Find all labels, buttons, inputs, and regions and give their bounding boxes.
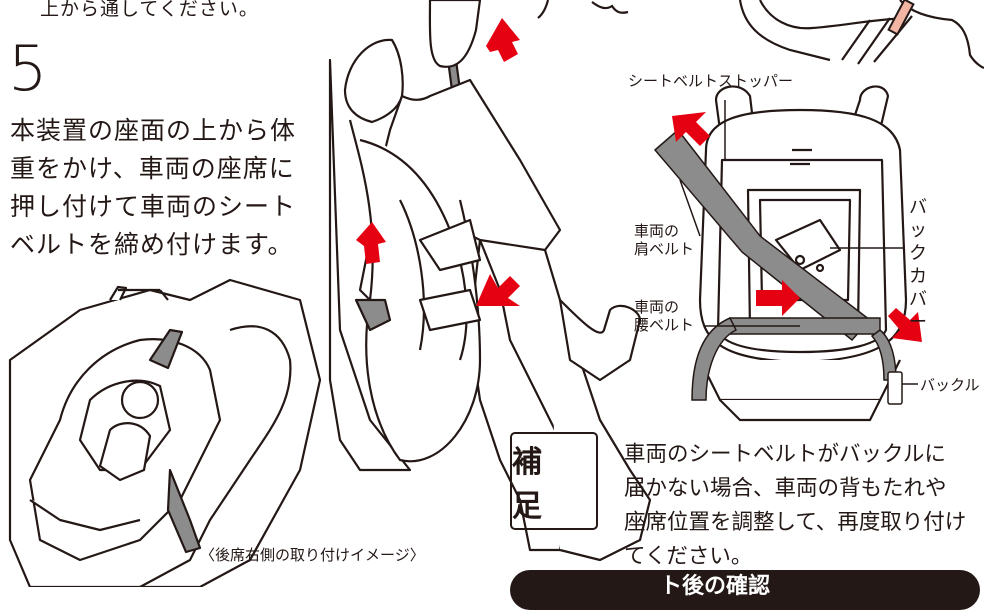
- label-back-cover: バックカバー: [909, 197, 927, 333]
- instruction-line: 押し付けて車両のシート: [10, 192, 297, 221]
- arrow-up-icon: [486, 18, 520, 62]
- supplement-text: 車両のシートベルトがバックルに 届かない場合、車両の背もたれや 座席位置を調整し…: [624, 438, 984, 574]
- arrow-up-left-icon: [672, 112, 710, 146]
- supplement-badge: 補 足: [510, 432, 598, 530]
- continuation-text: 上から通してください。: [40, 0, 259, 20]
- hand-belt-red: [887, 0, 915, 36]
- top-partial-illustration: [537, 0, 984, 70]
- label-buckle: バックル: [920, 376, 980, 394]
- label-line: 肩ベルト: [634, 240, 695, 258]
- label-line: 車両の: [634, 222, 680, 240]
- leader-lines: [679, 100, 918, 385]
- arrow-right-icon: [756, 280, 800, 316]
- supplement-line: 座席位置を調整して、再度取り付け: [624, 510, 967, 535]
- supplement-line: 届かない場合、車両の背もたれや: [624, 476, 947, 501]
- rear-view-seat: [698, 85, 908, 422]
- label-lap-belt: 車両の 腰ベルト: [634, 298, 694, 334]
- label-seatbelt-stopper: シートベルトストッパー: [628, 72, 794, 90]
- supplement-line: 車両のシートベルトがバックルに: [624, 442, 946, 467]
- person-pushing-seat: [328, 0, 652, 562]
- arrow-icons: [356, 18, 922, 342]
- instruction-line: ベルトを締め付けます。: [10, 230, 294, 259]
- car-seat-illustration: [8, 278, 322, 587]
- section-header-bar: ト後の確認: [510, 570, 980, 610]
- arrow-up-icon: [356, 222, 386, 264]
- illustrations: [8, 0, 984, 587]
- label-shoulder-belt: 車両の 肩ベルト: [634, 222, 694, 258]
- step-number: 5: [8, 32, 48, 105]
- label-line: 腰ベルト: [634, 316, 695, 334]
- label-line: 車両の: [634, 298, 680, 316]
- rear-view-belts: [653, 128, 903, 405]
- arrow-down-left-icon: [476, 274, 520, 306]
- arrow-up-left-icon: [888, 308, 922, 342]
- instruction-line: 本装置の座面の上から体: [10, 116, 297, 145]
- instruction-line: 重をかけ、車両の座席に: [10, 154, 295, 183]
- step-instructions: 本装置の座面の上から体 重をかけ、車両の座席に 押し付けて車両のシート ベルトを…: [10, 112, 330, 264]
- image-caption: 〈後席右側の取り付けイメージ〉: [200, 546, 425, 564]
- supplement-line: てください。: [624, 544, 753, 569]
